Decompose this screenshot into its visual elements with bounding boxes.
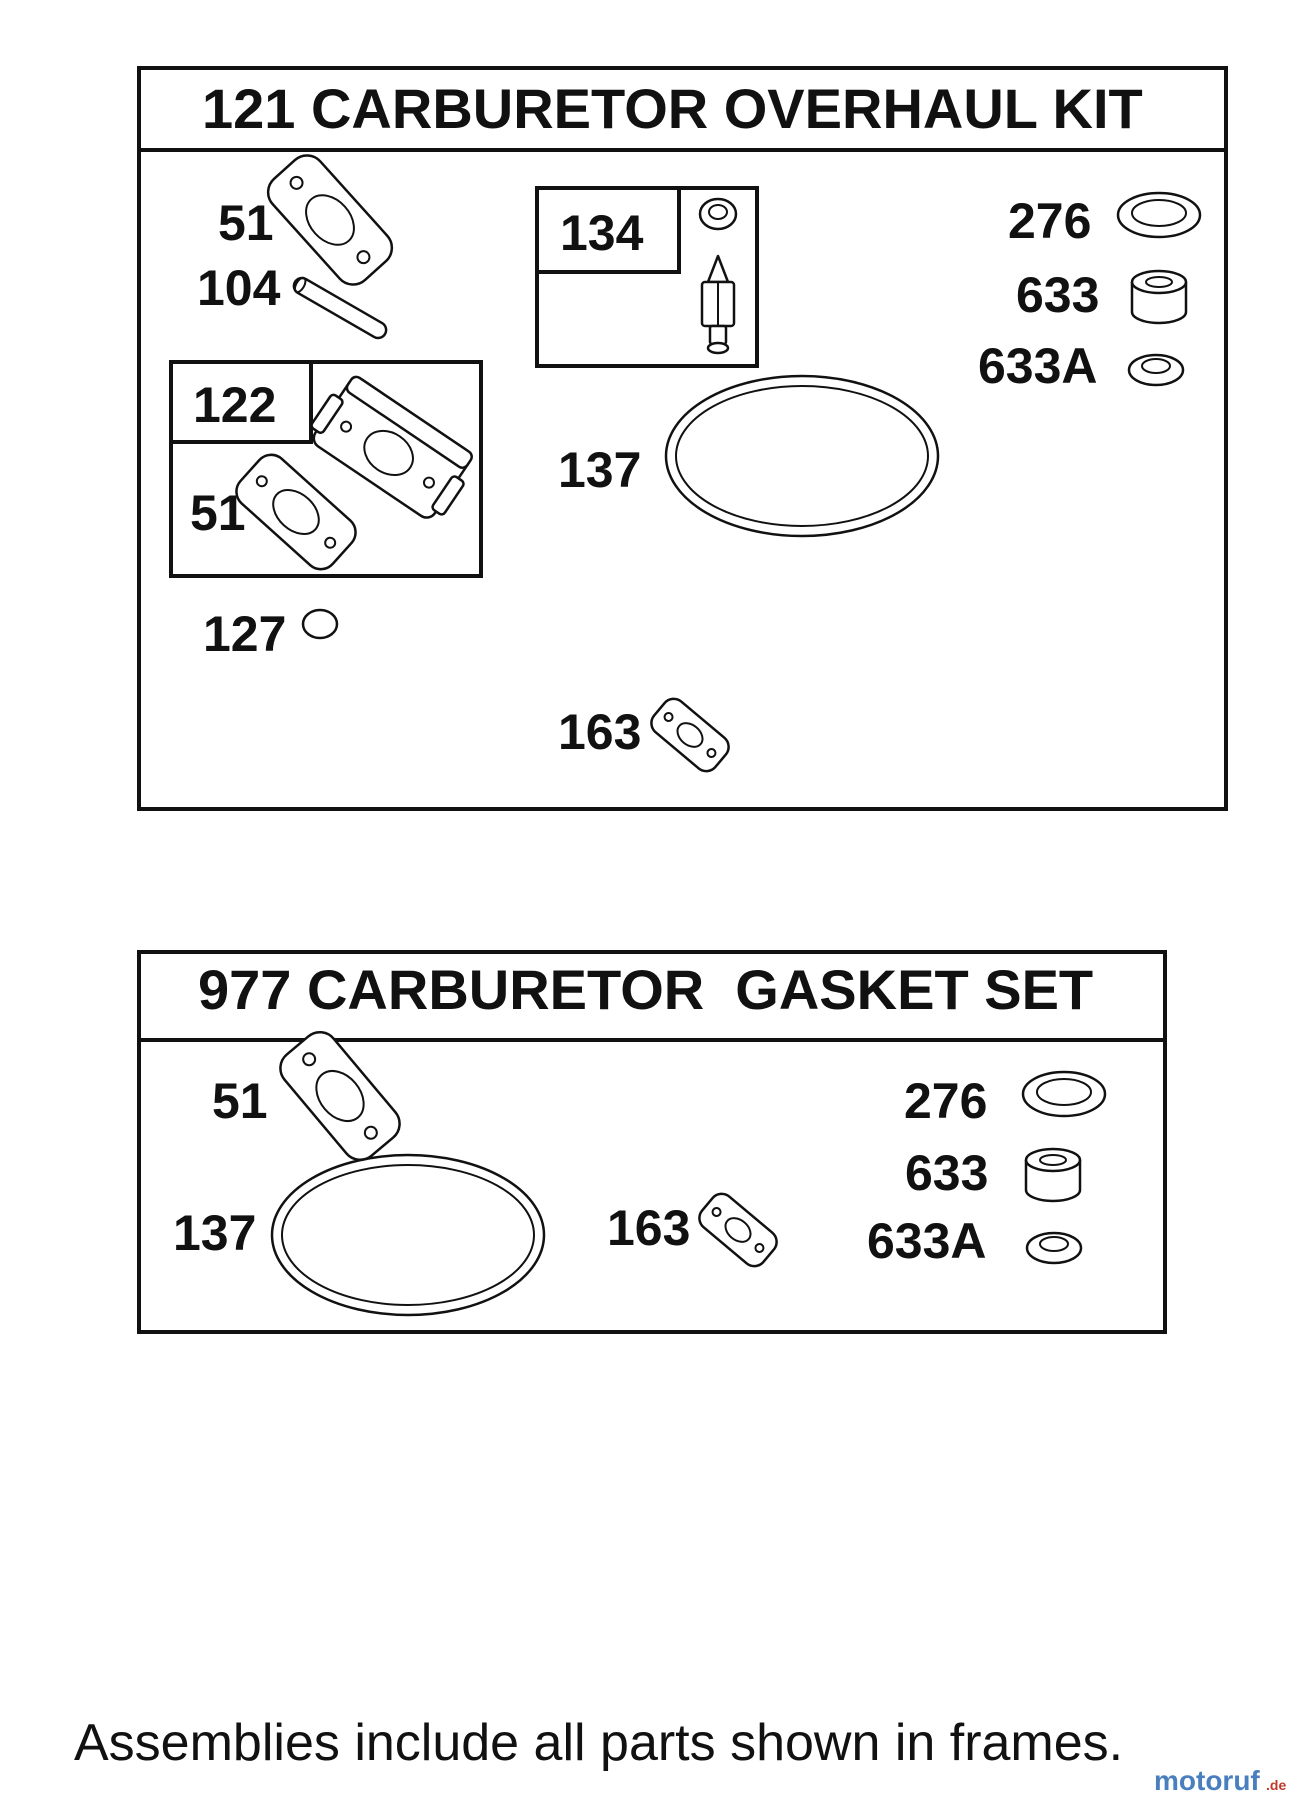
gasket-set-seat-633-icon [1024,1147,1082,1203]
washer-276-icon [1116,191,1202,239]
subkit-134-label-box [535,186,681,274]
gasket-set-label-633a: 633A [867,1213,987,1269]
part-label-163: 163 [558,704,641,760]
part-label-137: 137 [558,442,641,498]
seat-633-icon [1130,269,1188,325]
gasket-set-label-163: 163 [607,1200,690,1256]
gasket-set-label-633: 633 [905,1145,988,1201]
part-label-51: 51 [218,195,274,251]
watermark-suffix: .de [1266,1777,1286,1793]
gasket-163-icon [650,697,730,773]
gasket-51-subkit-icon [235,453,357,571]
part-label-633: 633 [1016,267,1099,323]
part-label-276: 276 [1008,193,1091,249]
gasket-set-seat-633a-icon [1025,1231,1083,1265]
subkit-134-frame: 134 [535,186,759,368]
inlet-needle-icon [700,254,736,355]
subkit-122-frame: 122 51 [169,360,483,578]
part-label-122: 122 [193,377,276,433]
gasket-set-frame: 977 CARBURETOR GASKET SET 51 137 163 276 [137,950,1167,1334]
plug-127-icon [301,608,339,640]
seat-633a-icon [1127,353,1185,387]
float-bowl-oring-137-icon [664,374,940,538]
part-label-134: 134 [560,205,644,261]
watermark-text: motoruf [1154,1765,1260,1796]
overhaul-kit-border [137,66,1228,811]
gasket-set-gasket-163-icon [698,1192,778,1268]
subkit-122-border [169,360,483,578]
watermark-logo: motoruf .de [1154,1765,1286,1796]
gasket-51-icon [266,154,394,286]
gasket-set-washer-276-icon [1021,1070,1107,1118]
gasket-set-label-137: 137 [173,1205,256,1261]
subkit-122-label-box [169,360,313,444]
part-label-127: 127 [203,606,286,662]
overhaul-kit-frame: 121 CARBURETOR OVERHAUL KIT 51 104 122 5… [137,66,1228,811]
footer-note: Assemblies include all parts shown in fr… [74,1714,1123,1772]
gasket-set-gasket-51-icon [279,1030,401,1162]
needle-seat-icon [698,197,738,231]
gasket-set-label-276: 276 [904,1073,987,1129]
gasket-set-label-51: 51 [212,1073,268,1129]
gasket-set-title: 977 CARBURETOR GASKET SET [198,958,1093,1021]
part-label-633a: 633A [978,338,1098,394]
gasket-set-oring-137-icon [270,1153,546,1317]
overhaul-kit-title: 121 CARBURETOR OVERHAUL KIT [202,77,1143,140]
gasket-set-border [137,950,1167,1334]
part-label-104: 104 [197,260,281,316]
pin-104-icon [292,276,388,340]
insulator-122-icon [310,375,473,519]
